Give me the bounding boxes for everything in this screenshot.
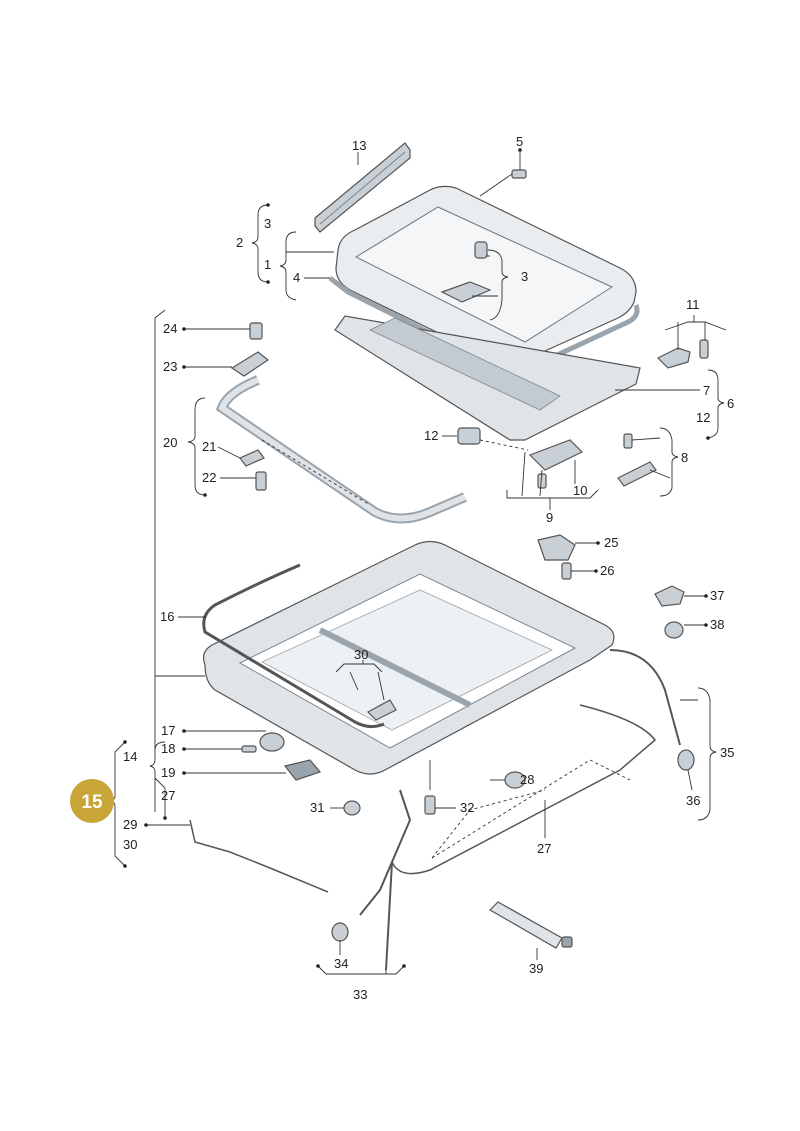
label-13: 13: [352, 138, 366, 153]
label-20: 20: [163, 435, 177, 450]
label-35: 35: [720, 745, 734, 760]
label-27b: 27: [161, 788, 175, 803]
hose-27-part: [391, 704, 657, 875]
hose-33-part: [385, 861, 393, 971]
label-25: 25: [604, 535, 618, 550]
screw-5-part: [511, 169, 527, 179]
motor-25-part: [537, 534, 576, 561]
leader-lines: [109, 150, 727, 975]
label-22: 22: [202, 470, 216, 485]
label-28: 28: [520, 772, 534, 787]
label-11: 11: [686, 297, 700, 312]
sunshade-panel-part: [334, 315, 641, 441]
screw-32-part: [424, 795, 436, 815]
glass-panel-part: [335, 185, 637, 365]
bracket-8-part: [617, 433, 657, 487]
group-badge: 15: [70, 779, 114, 823]
drain-valve-34-part: [331, 922, 349, 942]
label-23: 23: [163, 359, 177, 374]
screw-26-part: [561, 562, 572, 580]
leader-dots: [123, 148, 710, 968]
label-3b: 3: [521, 269, 528, 284]
screw-22-part: [255, 471, 267, 491]
label-18: 18: [161, 741, 175, 756]
hose-34-part: [359, 789, 412, 916]
block-12-part: [457, 427, 481, 445]
bracket-9-part: [528, 439, 584, 489]
label-16: 16: [160, 609, 174, 624]
label-9: 9: [546, 510, 553, 525]
screw-18-part: [241, 745, 257, 753]
label-38: 38: [710, 617, 724, 632]
label-14: 14: [123, 749, 137, 764]
label-27: 27: [537, 841, 551, 856]
front-frame-20-part: [215, 375, 467, 524]
wind-deflector-part: [314, 142, 411, 233]
clip-38-part: [664, 621, 684, 639]
label-8: 8: [681, 450, 688, 465]
part-17: [259, 732, 285, 752]
label-24: 24: [163, 321, 177, 336]
label-33: 33: [353, 987, 367, 1002]
label-36: 36: [686, 793, 700, 808]
nut-31-part: [343, 800, 361, 816]
badge-circle: [70, 779, 114, 823]
harness-29-part: [189, 819, 329, 893]
label-5: 5: [516, 134, 523, 149]
clip-21-part: [239, 449, 265, 467]
bracket-30-part: [367, 699, 397, 721]
label-21: 21: [202, 439, 216, 454]
label-32: 32: [460, 800, 474, 815]
label-7: 7: [703, 383, 710, 398]
seal-16-part: [202, 563, 385, 729]
label-1: 1: [264, 257, 271, 272]
grease-tube-39-part: [489, 901, 573, 949]
label-10: 10: [573, 483, 587, 498]
label-30b: 30: [123, 837, 137, 852]
clip-37-part: [654, 585, 685, 607]
label-6: 6: [727, 396, 734, 411]
label-4: 4: [293, 270, 300, 285]
label-2: 2: [236, 235, 243, 250]
drain-36-part: [677, 749, 695, 771]
bracket-23-part: [230, 351, 270, 377]
label-39: 39: [529, 961, 543, 976]
label-30: 30: [354, 647, 368, 662]
module-19-part: [283, 759, 322, 781]
hose-35-part: [609, 649, 681, 746]
badge-label: 15: [81, 792, 103, 813]
label-31: 31: [310, 800, 324, 815]
label-12: 12: [696, 410, 710, 425]
label-17: 17: [161, 723, 175, 738]
bracket-11-part: [656, 339, 709, 369]
label-19: 19: [161, 765, 175, 780]
label-3: 3: [264, 216, 271, 231]
label-34: 34: [334, 956, 348, 971]
label-26: 26: [600, 563, 614, 578]
label-37: 37: [710, 588, 724, 603]
screw-24-part: [249, 322, 263, 340]
label-12b: 12: [424, 428, 438, 443]
label-29: 29: [123, 817, 137, 832]
